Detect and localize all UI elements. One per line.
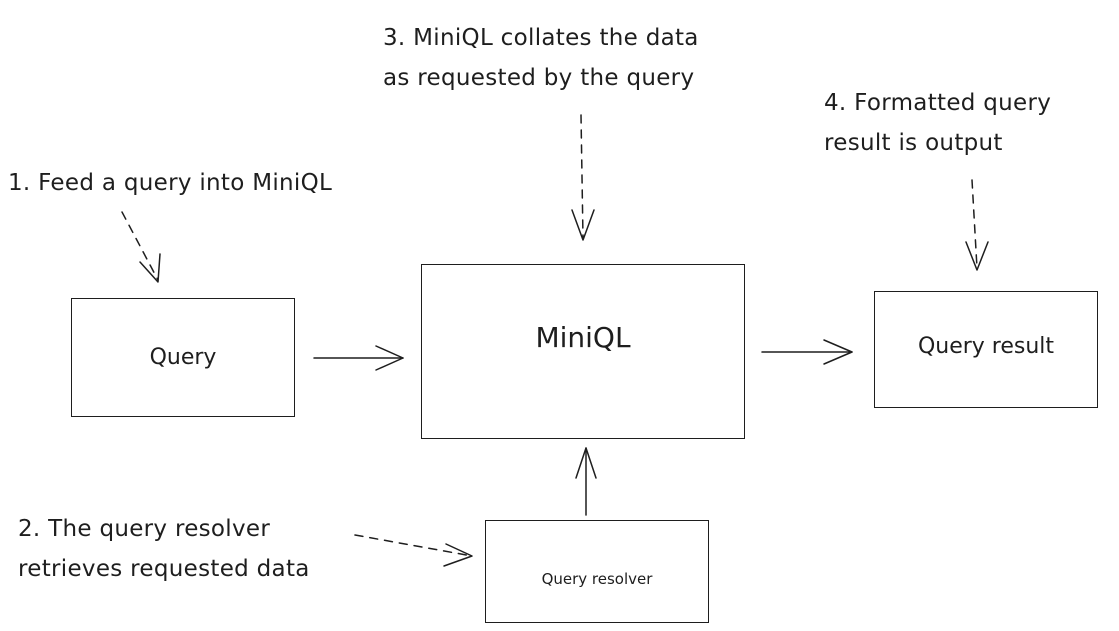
step1-text: 1. Feed a query into MiniQL	[8, 170, 333, 196]
query-resolver-node-label: Query resolver	[541, 569, 653, 588]
step3-text-line1: 3. MiniQL collates the data	[383, 25, 699, 51]
step2-annotation: 2. The query resolver retrieves requeste…	[18, 509, 310, 589]
dashed-arrow-step4	[965, 179, 989, 271]
arrow-miniql-to-result	[761, 339, 853, 365]
dashed-arrow-step2	[354, 534, 473, 567]
dashed-arrow-step1	[121, 211, 161, 283]
miniql-node-label: MiniQL	[535, 321, 631, 354]
arrow-resolver-to-miniql	[575, 447, 597, 516]
step2-text-line2: retrieves requested data	[18, 556, 310, 582]
step4-annotation: 4. Formatted query result is output	[824, 83, 1051, 163]
step3-annotation: 3. MiniQL collates the data as requested…	[383, 18, 699, 98]
miniql-node: MiniQL	[421, 264, 745, 439]
query-result-node-label: Query result	[917, 334, 1055, 359]
arrow-query-to-miniql	[313, 345, 404, 371]
step3-text-line2: as requested by the query	[383, 65, 695, 91]
step4-text-line1: 4. Formatted query	[824, 90, 1052, 116]
query-result-node: Query result	[874, 291, 1098, 408]
query-node: Query	[71, 298, 295, 417]
step2-text-line1: 2. The query resolver	[18, 516, 271, 542]
query-resolver-node: Query resolver	[485, 520, 709, 623]
step1-annotation: 1. Feed a query into MiniQL	[8, 163, 332, 203]
step4-text-line2: result is output	[824, 130, 1003, 156]
query-node-label: Query	[149, 345, 217, 370]
dashed-arrow-step3	[571, 114, 595, 241]
